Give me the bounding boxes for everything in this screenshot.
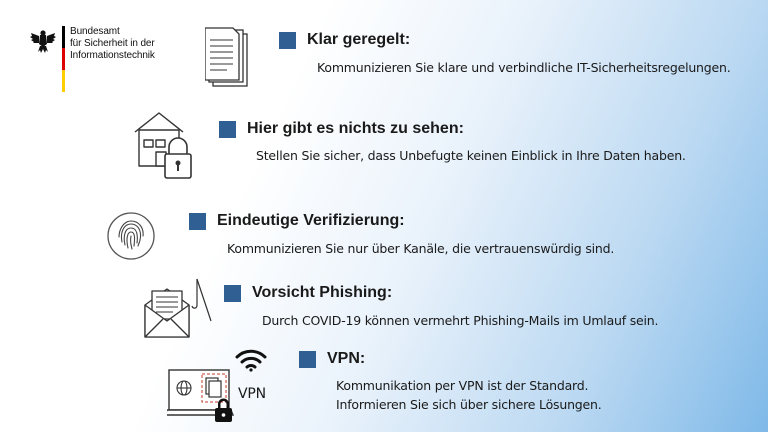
bullet-square (189, 212, 206, 230)
house-lock-icon (133, 110, 197, 182)
description-line: Kommunizieren Sie nur über Kanäle, die v… (227, 241, 615, 256)
description-line: Informieren Sie sich über sichere Lösung… (336, 397, 602, 412)
item-heading-3: Eindeutige Verifizierung: (189, 212, 405, 230)
logo-text: Bundesamt für Sicherheit in der Informat… (70, 26, 155, 62)
item-description-2: Stellen Sie sicher, dass Unbefugte keine… (256, 146, 686, 165)
item-heading-4: Vorsicht Phishing: (224, 284, 392, 302)
federal-eagle-icon (30, 30, 56, 53)
logo-line-2: für Sicherheit in der (70, 38, 155, 49)
item-heading-1: Klar geregelt: (279, 31, 410, 49)
item-heading-2: Hier gibt es nichts zu sehen: (219, 120, 464, 138)
heading-text: Hier gibt es nichts zu sehen: (247, 120, 464, 137)
description-line: Kommunizieren Sie klare und verbindliche… (317, 60, 731, 75)
description-line: Kommunikation per VPN ist der Standard. (336, 378, 589, 393)
bullet-square (279, 31, 296, 49)
description-line: Durch COVID-19 können vermehrt Phishing-… (262, 313, 659, 328)
description-line: Stellen Sie sicher, dass Unbefugte keine… (256, 148, 686, 163)
heading-text: VPN: (327, 350, 366, 367)
phishing-mail-icon (141, 275, 215, 343)
bullet-square (219, 120, 236, 138)
bullet-square (224, 284, 241, 302)
item-heading-5: VPN: (299, 350, 365, 368)
heading-text: Eindeutige Verifizierung: (217, 212, 405, 229)
item-description-4: Durch COVID-19 können vermehrt Phishing-… (262, 311, 658, 330)
document-stack-icon (205, 26, 251, 90)
heading-text: Vorsicht Phishing: (252, 284, 393, 301)
logo-line-1: Bundesamt (70, 26, 120, 37)
flag-stripe (62, 26, 65, 92)
item-description-5: Kommunikation per VPN ist der Standard. … (336, 376, 602, 414)
vpn-label-text: VPN (238, 386, 266, 402)
wifi-icon (234, 348, 268, 372)
fingerprint-icon (105, 210, 157, 262)
vpn-laptop-icon (167, 368, 243, 424)
heading-text: Klar geregelt: (307, 31, 411, 48)
bsi-logo: Bundesamt für Sicherheit in der Informat… (30, 26, 190, 96)
item-description-1: Kommunizieren Sie klare und verbindliche… (317, 58, 731, 77)
vpn-icon-label: VPN (238, 385, 266, 404)
logo-line-3: Informationstechnik (70, 50, 155, 61)
item-description-3: Kommunizieren Sie nur über Kanäle, die v… (227, 239, 614, 258)
bullet-square (299, 350, 316, 368)
